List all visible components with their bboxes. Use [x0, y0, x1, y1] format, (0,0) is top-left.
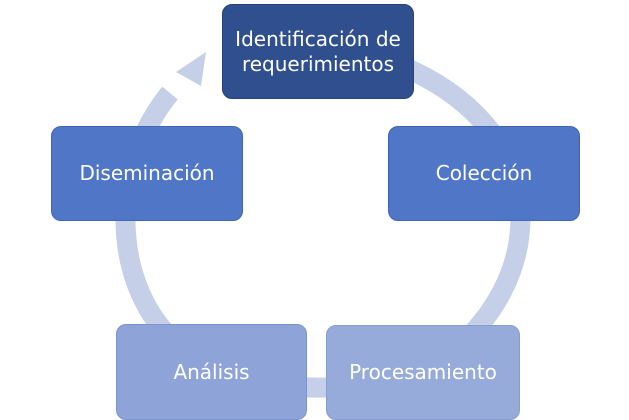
node-label: Análisis	[173, 359, 250, 384]
node-label: Diseminación	[79, 161, 215, 185]
node-diseminacion: Diseminación	[51, 126, 243, 221]
cycle-arrow-icon	[176, 52, 206, 86]
node-label: Procesamiento	[349, 360, 497, 384]
node-analisis: Análisis	[116, 324, 307, 420]
node-procesamiento: Procesamiento	[326, 325, 520, 420]
node-coleccion: Colección	[388, 126, 580, 221]
node-label: Identificación de requerimientos	[235, 26, 401, 76]
node-identificacion-de-requerimientos: Identificación de requerimientos	[222, 4, 414, 99]
node-label: Colección	[435, 161, 533, 185]
